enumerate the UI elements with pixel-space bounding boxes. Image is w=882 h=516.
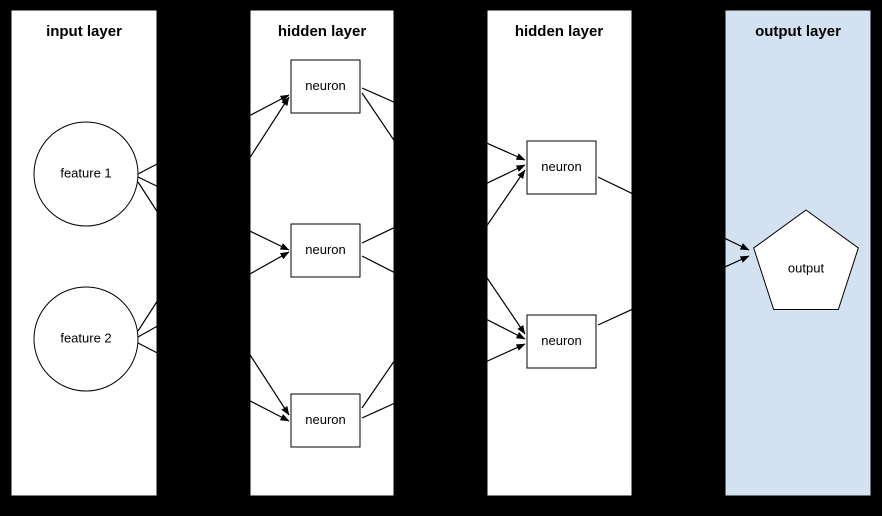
node-output-node[interactable]: output bbox=[753, 209, 859, 310]
node-shape-output-node bbox=[753, 209, 859, 310]
node-label-h1-neuron-2: neuron bbox=[305, 242, 345, 257]
layer-panel-hidden-2 bbox=[486, 9, 633, 497]
node-shape-h2-neuron-1 bbox=[526, 140, 597, 195]
node-label-output-node: output bbox=[788, 260, 825, 275]
node-h1-neuron-3[interactable]: neuron bbox=[290, 393, 361, 448]
layer-title-hidden-1: hidden layer bbox=[278, 23, 367, 40]
node-label-h1-neuron-1: neuron bbox=[305, 78, 345, 93]
node-label-feature-1: feature 1 bbox=[60, 165, 111, 180]
node-h1-neuron-1[interactable]: neuron bbox=[290, 59, 361, 114]
node-label-h2-neuron-1: neuron bbox=[541, 159, 581, 174]
node-shape-h1-neuron-1 bbox=[290, 59, 361, 114]
node-feature-2[interactable]: feature 2 bbox=[33, 286, 139, 392]
node-shape-feature-2 bbox=[33, 286, 139, 392]
node-label-h2-neuron-2: neuron bbox=[541, 333, 581, 348]
layer-titles: input layer hidden layer hidden layer outpu… bbox=[46, 23, 841, 40]
node-h2-neuron-1[interactable]: neuron bbox=[526, 140, 597, 195]
connection-edges bbox=[137, 87, 750, 422]
node-shape-h1-neuron-3 bbox=[290, 393, 361, 448]
node-shape-h2-neuron-2 bbox=[526, 314, 597, 369]
layer-panels bbox=[10, 9, 872, 497]
layer-title-output: output layer bbox=[755, 23, 841, 40]
node-label-h1-neuron-3: neuron bbox=[305, 412, 345, 427]
node-feature-1[interactable]: feature 1 bbox=[33, 121, 139, 227]
layer-title-input: input layer bbox=[46, 23, 122, 40]
layer-title-hidden-2: hidden layer bbox=[515, 23, 604, 40]
layer-panel-input bbox=[10, 9, 158, 497]
node-label-feature-2: feature 2 bbox=[60, 330, 111, 345]
node-shape-feature-1 bbox=[33, 121, 139, 227]
node-h2-neuron-2[interactable]: neuron bbox=[526, 314, 597, 369]
nodes: feature 1 feature 2 neuron neuron neuron neur… bbox=[33, 59, 859, 448]
node-shape-h1-neuron-2 bbox=[290, 223, 361, 278]
node-h1-neuron-2[interactable]: neuron bbox=[290, 223, 361, 278]
